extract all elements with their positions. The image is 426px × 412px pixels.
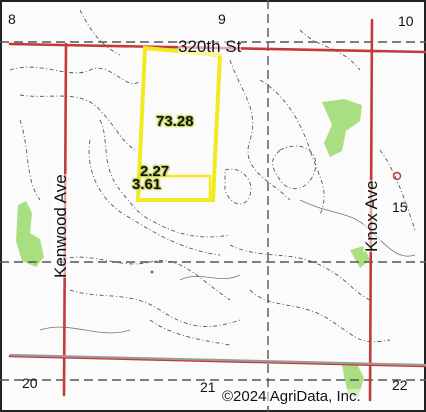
contour-line [69,289,241,328]
map-marker [392,171,402,181]
contour-line [379,149,416,231]
contour-line [59,256,231,301]
field-label-acres: 2.27 [140,163,170,180]
road-label-kenwood-ave: Kenwood Ave [51,174,70,278]
section-label-15: 15 [392,199,408,215]
section-label-20: 20 [22,375,38,391]
contour-line [299,29,361,71]
contour-line [9,66,141,85]
map-markers [150,171,402,274]
section-label-8: 8 [8,11,16,27]
map-credit: ©2024 AgriData, Inc. [222,388,361,405]
contour-line [19,119,41,201]
field-label-acres: 73.28 [156,113,194,130]
wetland-patch-west [16,201,44,267]
contour-line [259,79,325,216]
contour-line [229,59,291,201]
map-marker [150,270,154,274]
contour-line [272,145,317,190]
contour-line [99,119,231,238]
field-boundary-subdivision [138,174,212,200]
contour-line [88,139,221,256]
section-label-9: 9 [218,11,226,27]
contour-line [79,9,121,56]
road-south-shoulder [9,353,426,367]
wetland-patch-east [322,99,362,157]
contour-line [224,168,252,205]
contour-line [149,319,231,346]
road-label-320th-st: 320th St [178,37,242,56]
contour-line [19,94,136,151]
section-label-21: 21 [200,379,216,395]
section-label-22: 22 [392,377,408,393]
contour-line [179,274,241,281]
contour-line [39,326,131,334]
field-label-acres: 3.61 [132,176,162,193]
contour-line [229,244,371,301]
section-label-10: 10 [398,13,414,29]
contour-line [249,289,391,343]
road-label-knox-ave: Knox Ave [362,180,381,252]
